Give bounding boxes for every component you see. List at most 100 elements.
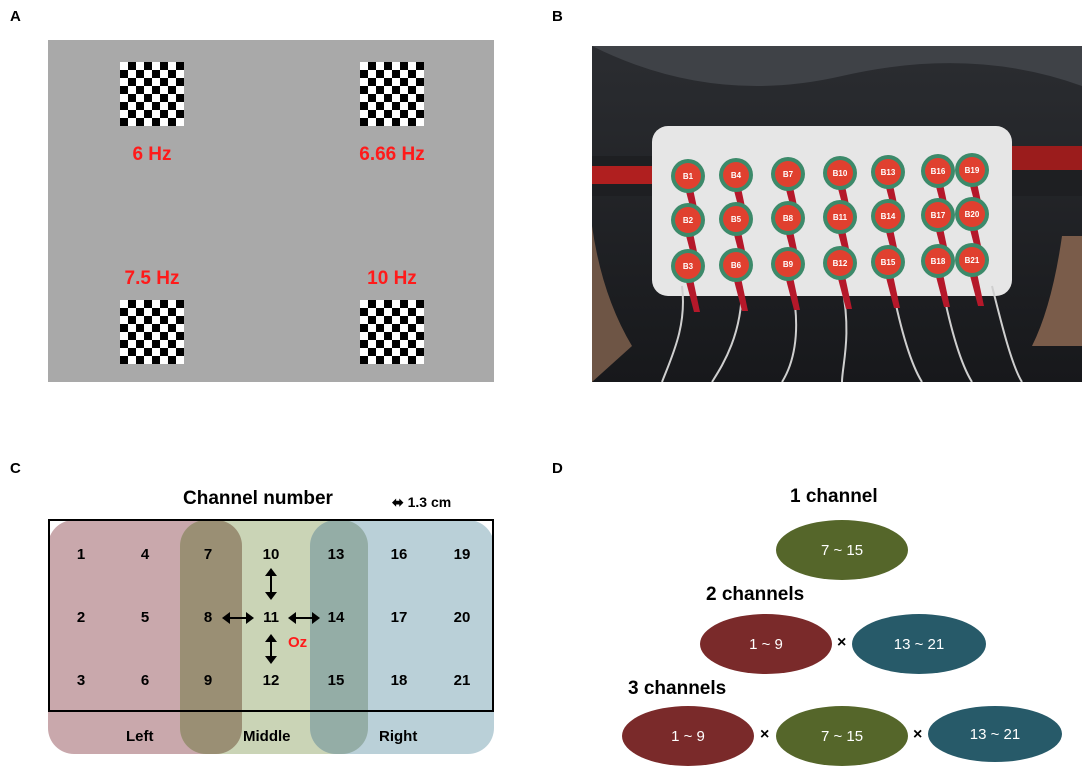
electrode-label: B10 [833, 169, 848, 178]
stimulus-screen: 6 Hz 6.66 Hz 7.5 Hz 10 Hz [48, 40, 494, 382]
two-channels-heading: 2 channels [706, 584, 805, 605]
electrode-disc [675, 253, 701, 279]
electrode-disc [827, 204, 853, 230]
range-ellipse-13-21: 13 ~ 21 [852, 614, 986, 674]
electrode-lead [934, 269, 950, 307]
panel-label-c: C [10, 460, 21, 477]
electrode-label: B8 [783, 214, 794, 223]
zone-label-middle: Middle [243, 728, 291, 745]
electrode-b8: B8 [771, 201, 805, 264]
channel-1: 1 [76, 546, 86, 563]
channel-number-title: Channel number [183, 488, 333, 509]
electrode-label: B3 [683, 262, 694, 271]
electrode-lead [732, 273, 748, 311]
electrode-label: B7 [783, 170, 794, 179]
electrode-b12: B12 [823, 246, 857, 309]
times-sign: × [760, 726, 770, 743]
electrode-b15: B15 [871, 245, 905, 308]
electrode-disc [675, 207, 701, 233]
channel-21: 21 [453, 672, 471, 689]
electrode-b3: B3 [671, 249, 705, 312]
electrode-b20: B20 [955, 197, 989, 260]
electrode-b21: B21 [955, 243, 989, 306]
electrode-label: B13 [881, 168, 896, 177]
electrode-lead [836, 271, 852, 309]
electrode-disc [675, 163, 701, 189]
electrode-b1: B1 [671, 159, 705, 222]
electrode-b19: B19 [955, 153, 989, 216]
range-ellipse-1-9: 1 ~ 9 [622, 706, 754, 766]
range-ellipse-13-21: 13 ~ 21 [928, 706, 1062, 762]
channel-8: 8 [203, 609, 213, 626]
electrode-lead [684, 274, 700, 312]
channel-9: 9 [203, 672, 213, 689]
channel-19: 19 [453, 546, 471, 563]
electrode-disc [723, 252, 749, 278]
electrode-disc [925, 248, 951, 274]
electrode-disc [775, 251, 801, 277]
panel-label-b: B [552, 8, 563, 25]
stimulus-frequency-1: 6 Hz [132, 144, 172, 165]
electrode-disc [959, 247, 985, 273]
channel-16: 16 [390, 546, 408, 563]
scale-bar: ⬌ 1.3 cm [392, 494, 451, 511]
range-ellipse-1-9: 1 ~ 9 [700, 614, 832, 674]
electrode-disc [959, 201, 985, 227]
electrode-label: B18 [931, 257, 946, 266]
checkerboard-stimulus-3 [120, 300, 184, 364]
electrode-lead [884, 270, 900, 308]
electrode-array: B1B2B3B4B5B6B7B8B9B10B11B12B13B14B15B16B… [671, 153, 989, 312]
channel-12: 12 [262, 672, 280, 689]
panel-label-d: D [552, 460, 563, 477]
range-ellipse-7-15: 7 ~ 15 [776, 706, 908, 766]
checkerboard-stimulus-1 [120, 62, 184, 126]
electrode-disc [775, 161, 801, 187]
channel-4: 4 [140, 546, 150, 563]
electrode-disc [723, 206, 749, 232]
electrode-label: B9 [783, 260, 794, 269]
times-sign: × [837, 634, 847, 651]
channel-14: 14 [327, 609, 345, 626]
electrode-disc [723, 162, 749, 188]
stimulus-frequency-3: 7.5 Hz [124, 268, 180, 289]
stimulus-frequency-2: 6.66 Hz [359, 144, 425, 165]
channel-13: 13 [327, 546, 345, 563]
electrode-label: B12 [833, 259, 848, 268]
electrode-disc [775, 205, 801, 231]
panel-label-a: A [10, 8, 21, 25]
channel-10: 10 [262, 546, 280, 563]
one-channel-heading: 1 channel [790, 486, 878, 507]
oz-label: Oz [288, 634, 308, 651]
channel-7: 7 [203, 546, 213, 563]
electrode-b18: B18 [921, 244, 955, 307]
electrode-label: B17 [931, 211, 946, 220]
electrode-label: B11 [833, 213, 848, 222]
electrode-label: B2 [683, 216, 694, 225]
scale-label: 1.3 cm [407, 494, 452, 510]
electrode-b14: B14 [871, 199, 905, 262]
electrode-label: B19 [965, 166, 980, 175]
times-sign: × [913, 726, 923, 743]
electrode-lead [968, 268, 984, 306]
channel-2: 2 [76, 609, 86, 626]
electrode-disc [875, 159, 901, 185]
double-arrow-icon: ⬌ [392, 494, 404, 510]
electrode-disc [827, 160, 853, 186]
electrode-label: B15 [881, 258, 896, 267]
electrode-label: B16 [931, 167, 946, 176]
electrode-label: B5 [731, 215, 742, 224]
electrode-lead [784, 272, 800, 310]
electrode-label: B14 [881, 212, 896, 221]
electrode-b6: B6 [719, 248, 753, 311]
channel-17: 17 [390, 609, 408, 626]
electrode-b17: B17 [921, 198, 955, 261]
range-ellipse-7-15: 7 ~ 15 [776, 520, 908, 580]
electrode-disc [827, 250, 853, 276]
electrode-label: B6 [731, 261, 742, 270]
electrode-disc [875, 249, 901, 275]
stimulus-frequency-4: 10 Hz [367, 268, 417, 289]
electrode-disc [925, 158, 951, 184]
electrode-label: B20 [965, 210, 980, 219]
channel-5: 5 [140, 609, 150, 626]
